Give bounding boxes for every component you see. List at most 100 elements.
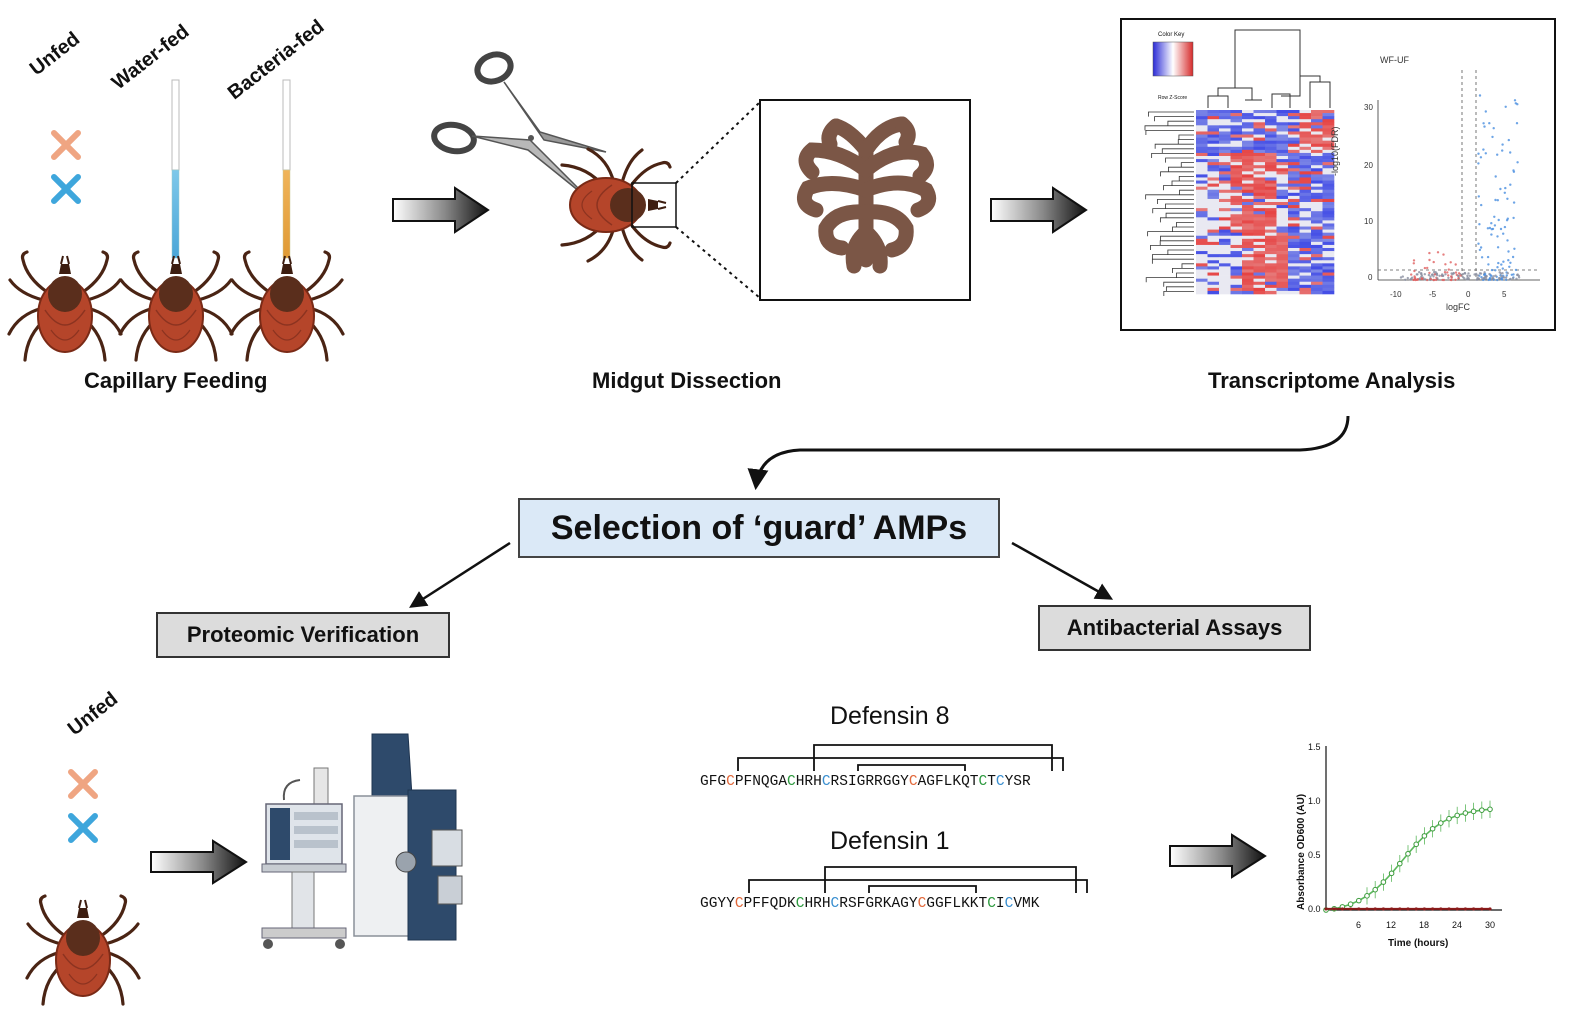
heatmap-cell [1242,137,1254,141]
dendrogram-branch [1167,120,1194,126]
heatmap-cell [1230,116,1243,120]
volcano-point [1477,242,1480,245]
heatmap-cell [1311,146,1323,151]
heatmap-cell [1196,171,1208,175]
heatmap-cell [1288,205,1300,209]
heatmap-cell [1288,125,1300,129]
volcano-point [1480,203,1483,207]
heatmap-cell [1253,110,1266,114]
heatmap-cell [1299,235,1312,240]
volcano-point [1486,227,1490,230]
volcano-point [1487,263,1490,266]
stage-label-capillary-feeding: Capillary Feeding [84,368,268,393]
heatmap-cell [1253,275,1266,279]
heatmap-cell [1242,140,1254,145]
heatmap-cell [1230,156,1243,160]
sequence-segment: T [987,774,996,790]
growth-data-point [1470,808,1477,815]
heatmap-cell [1230,241,1243,246]
heatmap-cell [1207,275,1220,279]
heatmap-cell [1265,113,1277,117]
growth-chart-xtick: 6 [1356,920,1362,930]
heatmap-cell [1242,275,1254,279]
heatmap-cell [1276,260,1289,264]
volcano-point [1476,274,1480,277]
cysteine-residue: C [787,774,796,790]
heatmap-cell [1311,205,1323,209]
heatmap-cell [1219,226,1231,230]
heatmap-cell [1299,275,1312,279]
volcano-point [1477,277,1480,280]
dendrogram-branch [1157,199,1194,204]
volcano-point [1447,276,1450,280]
heatmap-cell [1299,278,1312,283]
heatmap-cell [1265,165,1277,169]
heatmap-cell [1299,128,1312,132]
heatmap-cell [1322,260,1335,264]
heatmap-cell [1276,263,1289,267]
growth-chart-ytick: 0.5 [1308,850,1321,860]
heatmap-cell [1299,134,1312,138]
heatmap-cell [1299,263,1312,267]
heatmap-cell [1299,251,1312,255]
heatmap-cell [1311,143,1323,148]
heatmap-cell [1322,278,1335,283]
volcano-point [1501,143,1504,146]
heatmap-cell [1265,156,1277,160]
heatmap-cell [1253,171,1266,175]
volcano-point [1463,272,1467,275]
heatmap-cell [1253,229,1266,233]
volcano-point [1420,272,1423,276]
heatmap-cell [1265,235,1277,240]
heatmap-cell [1276,180,1289,184]
heatmap-cell [1230,162,1243,166]
heatmap-cell [1265,226,1277,230]
dendrogram-branch [1168,166,1194,172]
volcano-point [1497,218,1500,222]
heatmap-cell [1265,281,1277,286]
heatmap-cell [1230,125,1243,129]
growth-data-point [1462,810,1469,816]
heatmap-cell [1207,248,1220,252]
stage-label-midgut-dissection: Midgut Dissection [592,368,782,393]
volcano-point [1494,274,1497,277]
volcano-point [1500,263,1503,266]
dendrogram-branch [1163,185,1194,191]
heatmap-cell [1253,202,1266,206]
heatmap-cell [1253,195,1266,200]
heatmap-cell [1276,122,1289,126]
volcano-point [1496,278,1499,282]
volcano-point [1410,273,1413,276]
heatmap-cell [1299,156,1312,160]
dendrogram-branch [1165,286,1194,292]
heatmap-cell [1253,226,1266,230]
heatmap-cell [1265,168,1277,172]
heatmap-cell [1207,238,1220,243]
heatmap-cell [1322,125,1335,129]
heatmap-cell [1299,229,1312,233]
heatmap-cell [1288,171,1300,175]
volcano-point [1496,153,1499,156]
heatmap-cell [1196,275,1208,279]
heatmap-cell [1299,183,1312,187]
heatmap-cell [1311,287,1323,292]
heatmap-cell [1207,122,1220,126]
selection-label: Selection of ‘guard’ AMPs [550,508,968,547]
heatmap-cell [1265,248,1277,252]
heatmap-cell [1311,217,1323,221]
heatmap-cell [1196,149,1208,154]
heatmap-cell [1242,110,1254,114]
heatmap-cell [1299,180,1312,184]
heatmap-cell [1265,198,1277,203]
volcano-point [1454,271,1458,274]
heatmap-cell [1230,180,1243,184]
volcano-point [1501,149,1504,152]
heatmap-cell [1322,171,1335,175]
volcano-point [1512,216,1515,220]
heatmap-cell [1265,131,1277,135]
heatmap-cell [1242,238,1254,243]
heatmap-cell [1276,174,1289,178]
heatmap-cell [1322,208,1335,212]
growth-baseline-point [1373,907,1377,911]
heatmap-cell [1196,122,1208,126]
